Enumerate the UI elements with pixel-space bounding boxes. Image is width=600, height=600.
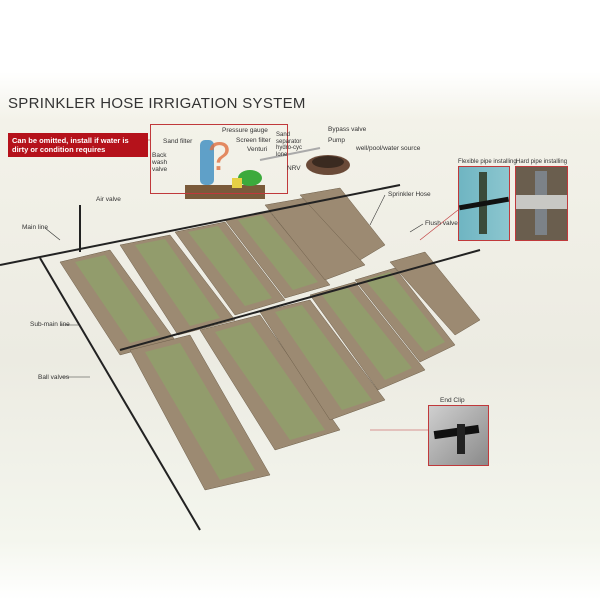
label-air-valve: Air valve: [96, 196, 121, 203]
sub-main-pipe: [119, 249, 481, 351]
main-line-pipe: [0, 184, 401, 266]
sub-main-pipe: [39, 257, 201, 531]
pipes: [0, 184, 481, 531]
hard-pipe-photo: [515, 166, 568, 241]
end-clip-photo: [428, 405, 489, 466]
label-venturi: Venturi: [247, 146, 268, 153]
label-pump: Pump: [328, 137, 345, 144]
label-sand-filter: Sand filter: [163, 138, 193, 145]
label-bypass-valve: Bypass valve: [328, 126, 367, 133]
label-back-wash-valve: Back wash valve: [152, 152, 168, 173]
leader-lines: [44, 139, 459, 431]
label-pressure-gauge: Pressure gauge: [222, 127, 268, 134]
page-title: SPRINKLER HOSE IRRIGATION SYSTEM: [8, 95, 306, 112]
svg-text:?: ?: [208, 135, 230, 179]
label-flush-valve: Flush valve: [425, 220, 458, 227]
label-sub-main-line: Sub-main line: [30, 321, 70, 328]
bed: [389, 251, 481, 336]
bed: [299, 187, 386, 261]
label-sprinkler-hose: Sprinkler Hose: [388, 191, 431, 198]
label-water-source: well/pool/water source: [356, 145, 421, 152]
label-main-line: Main line: [22, 224, 49, 231]
label-sand-separator: Sand separator hydro-cyc lone: [276, 132, 303, 158]
label-end-clip: End Clip: [440, 397, 465, 404]
plants: [75, 215, 445, 480]
filter-callout-box: [150, 124, 288, 194]
label-flexible-pipe: Flexible pipe installing: [458, 159, 517, 165]
omit-note: Can be omitted, install if water is dirt…: [8, 133, 148, 157]
label-screen-filter: Screen filter: [236, 137, 271, 144]
label-ball-valves: Ball valves: [38, 374, 70, 381]
filter-station: ?: [185, 135, 350, 199]
bed: [264, 197, 366, 281]
label-nrv: NRV: [287, 165, 301, 172]
label-hard-pipe: Hard pipe installing: [516, 159, 568, 165]
flexible-pipe-photo: [458, 166, 510, 241]
